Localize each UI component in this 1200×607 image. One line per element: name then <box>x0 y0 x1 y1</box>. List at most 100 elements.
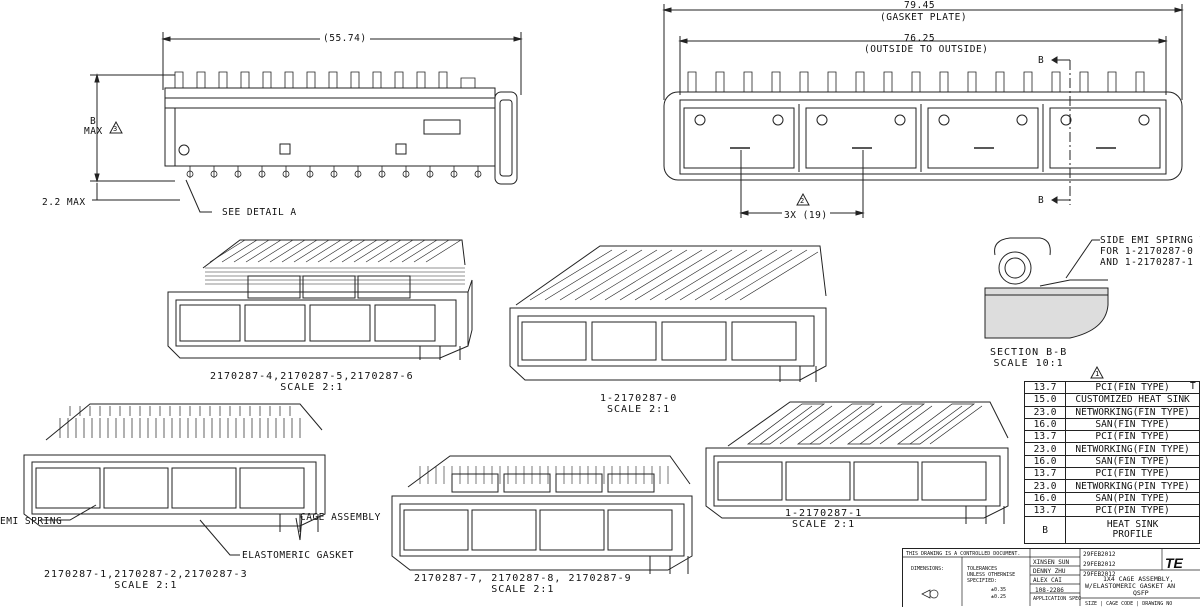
iso2-scale: SCALE 2:1 <box>607 404 671 415</box>
controlled-doc-note: THIS DRAWING IS A CONTROLLED DOCUMENT. <box>906 551 1021 557</box>
size-cage-drawing-header: SIZE | CAGE CODE | DRAWING NO <box>1085 601 1173 607</box>
table-note-number: 1 <box>1095 370 1100 378</box>
heat-sink-value: 13.7 <box>1023 503 1067 518</box>
min-gap-dimension: 2.2 MAX <box>42 197 86 208</box>
title-block: THIS DRAWING IS A CONTROLLED DOCUMENT. D… <box>902 548 1200 607</box>
approved-date: 29FEB2012 <box>1083 571 1116 578</box>
heat-sink-footer-row: B HEAT SINK PROFILE <box>1023 516 1200 545</box>
side-emi-label-2: FOR 1-2170287-0 <box>1100 246 1194 257</box>
iso-view-5 <box>705 401 1009 524</box>
section-name: SECTION B-B <box>990 347 1068 358</box>
heat-sink-value: 16.0 <box>1023 454 1067 469</box>
section-b-top: B <box>1038 55 1045 66</box>
tolerance-1: ±0.35 <box>991 587 1007 593</box>
heat-sink-value: 23.0 <box>1023 442 1067 456</box>
heat-sink-value: 13.7 <box>1023 467 1067 481</box>
emi-spring-label: EMI SPRING <box>0 516 63 527</box>
heat-sink-footer-key: B <box>1023 516 1067 545</box>
title-line-2: W/ELASTOMERIC GASKET AN <box>1085 582 1176 590</box>
see-detail-label: SEE DETAIL A <box>222 207 297 218</box>
heat-sink-footer-line2: PROFILE <box>1112 529 1153 541</box>
application-spec-header: APPLICATION SPEC <box>1033 596 1082 602</box>
drawn-by: XINSEN SUN <box>1033 559 1070 566</box>
heat-sink-footer-line1: HEAT SINK <box>1106 519 1159 531</box>
heat-sink-description: CUSTOMIZED HEAT SINK <box>1065 393 1200 407</box>
gasket-width-dimension: 79.45 <box>904 0 936 11</box>
elastomeric-gasket-label: ELASTOMERIC GASKET <box>242 550 354 561</box>
height-dimension-b: B <box>90 116 97 127</box>
dimensions-header: DIMENSIONS: <box>911 566 945 572</box>
iso3-caption: 2170287-1,2170287-2,2170287-3 SCALE 2:1 <box>44 569 248 591</box>
height-dimension-max: MAX <box>84 126 103 137</box>
heat-sink-description: NETWORKING(FIN TYPE) <box>1065 442 1200 456</box>
title-line-3: QSFP <box>1133 589 1149 597</box>
iso2-parts: 1-2170287-0 <box>600 393 678 404</box>
side-view <box>90 32 523 213</box>
side-emi-label-1: SIDE EMI SPIRNG V <box>1100 235 1200 246</box>
table-side-tab: T <box>1190 381 1197 392</box>
heat-sink-value: 13.7 <box>1023 380 1067 395</box>
iso-view-2 <box>509 245 827 382</box>
gasket-plate-label: (GASKET PLATE) <box>880 12 968 23</box>
tolerances-header: TOLERANCES UNLESS OTHERWISE SPECIFIED: <box>967 566 1016 584</box>
outside-to-outside-label: (OUTSIDE TO OUTSIDE) <box>864 44 989 55</box>
section-scale: SCALE 10:1 <box>993 358 1064 369</box>
iso5-scale: SCALE 2:1 <box>792 519 856 530</box>
title-block-lines <box>902 548 1200 606</box>
table-note-triangle <box>1090 365 1104 379</box>
heat-sink-description: NETWORKING(FIN TYPE) <box>1065 405 1200 419</box>
section-b-bottom: B <box>1038 195 1045 206</box>
section-bb-view <box>984 237 1109 339</box>
iso2-caption: 1-2170287-0 SCALE 2:1 <box>600 393 677 415</box>
iso5-parts: 1-2170287-1 <box>785 508 863 519</box>
drawn-date: 29FEB2012 <box>1083 551 1116 558</box>
pitch-dimension: 3X (19) <box>782 210 830 221</box>
heat-sink-description: SAN(PIN TYPE) <box>1065 491 1200 505</box>
title-line-1: 1X4 CAGE ASSEMBLY, <box>1103 575 1174 583</box>
heat-sink-description: NETWORKING(PIN TYPE) <box>1065 479 1200 493</box>
heat-sink-footer-label: HEAT SINK PROFILE <box>1065 516 1200 545</box>
iso-view-4 <box>391 455 693 574</box>
front-view <box>662 4 1184 218</box>
iso-view-1 <box>167 239 473 360</box>
heat-sink-description: SAN(FIN TYPE) <box>1065 454 1200 469</box>
iso1-parts: 2170287-4,2170287-5,2170287-6 <box>210 371 414 382</box>
side-emi-label-3: AND 1-2170287-1 <box>1100 257 1194 268</box>
outside-width-dimension: 76.25 <box>904 33 936 44</box>
heat-sink-value: 23.0 <box>1023 405 1067 419</box>
heat-sink-description: PCI(PIN TYPE) <box>1065 503 1200 518</box>
heat-sink-value: 16.0 <box>1023 417 1067 432</box>
product-spec: 108-2286 <box>1035 587 1064 594</box>
iso4-scale: SCALE 2:1 <box>491 584 555 595</box>
iso3-scale: SCALE 2:1 <box>114 580 178 591</box>
checked-date: 29FEB2012 <box>1083 561 1116 568</box>
heat-sink-value: 13.7 <box>1023 430 1067 444</box>
length-dimension: (55.74) <box>320 33 370 44</box>
section-bb-caption: SECTION B-B SCALE 10:1 <box>990 347 1067 369</box>
te-logo: TE <box>1165 555 1183 571</box>
heat-sink-value: 23.0 <box>1023 479 1067 493</box>
cage-assembly-label: CAGE ASSEMBLY <box>300 512 381 523</box>
callout-3: 3 <box>113 125 118 133</box>
heat-sink-description: PCI(FIN TYPE) <box>1065 467 1200 481</box>
approved-by: ALEX CAI <box>1033 577 1062 584</box>
iso1-caption: 2170287-4,2170287-5,2170287-6 SCALE 2:1 <box>210 371 414 393</box>
tolerance-2: ±0.25 <box>991 594 1007 600</box>
heat-sink-value: 15.0 <box>1023 393 1067 407</box>
checked-by: DENNY ZHU <box>1033 568 1066 575</box>
heat-sink-description: SAN(FIN TYPE) <box>1065 417 1200 432</box>
callout-2: 2 <box>800 197 805 205</box>
